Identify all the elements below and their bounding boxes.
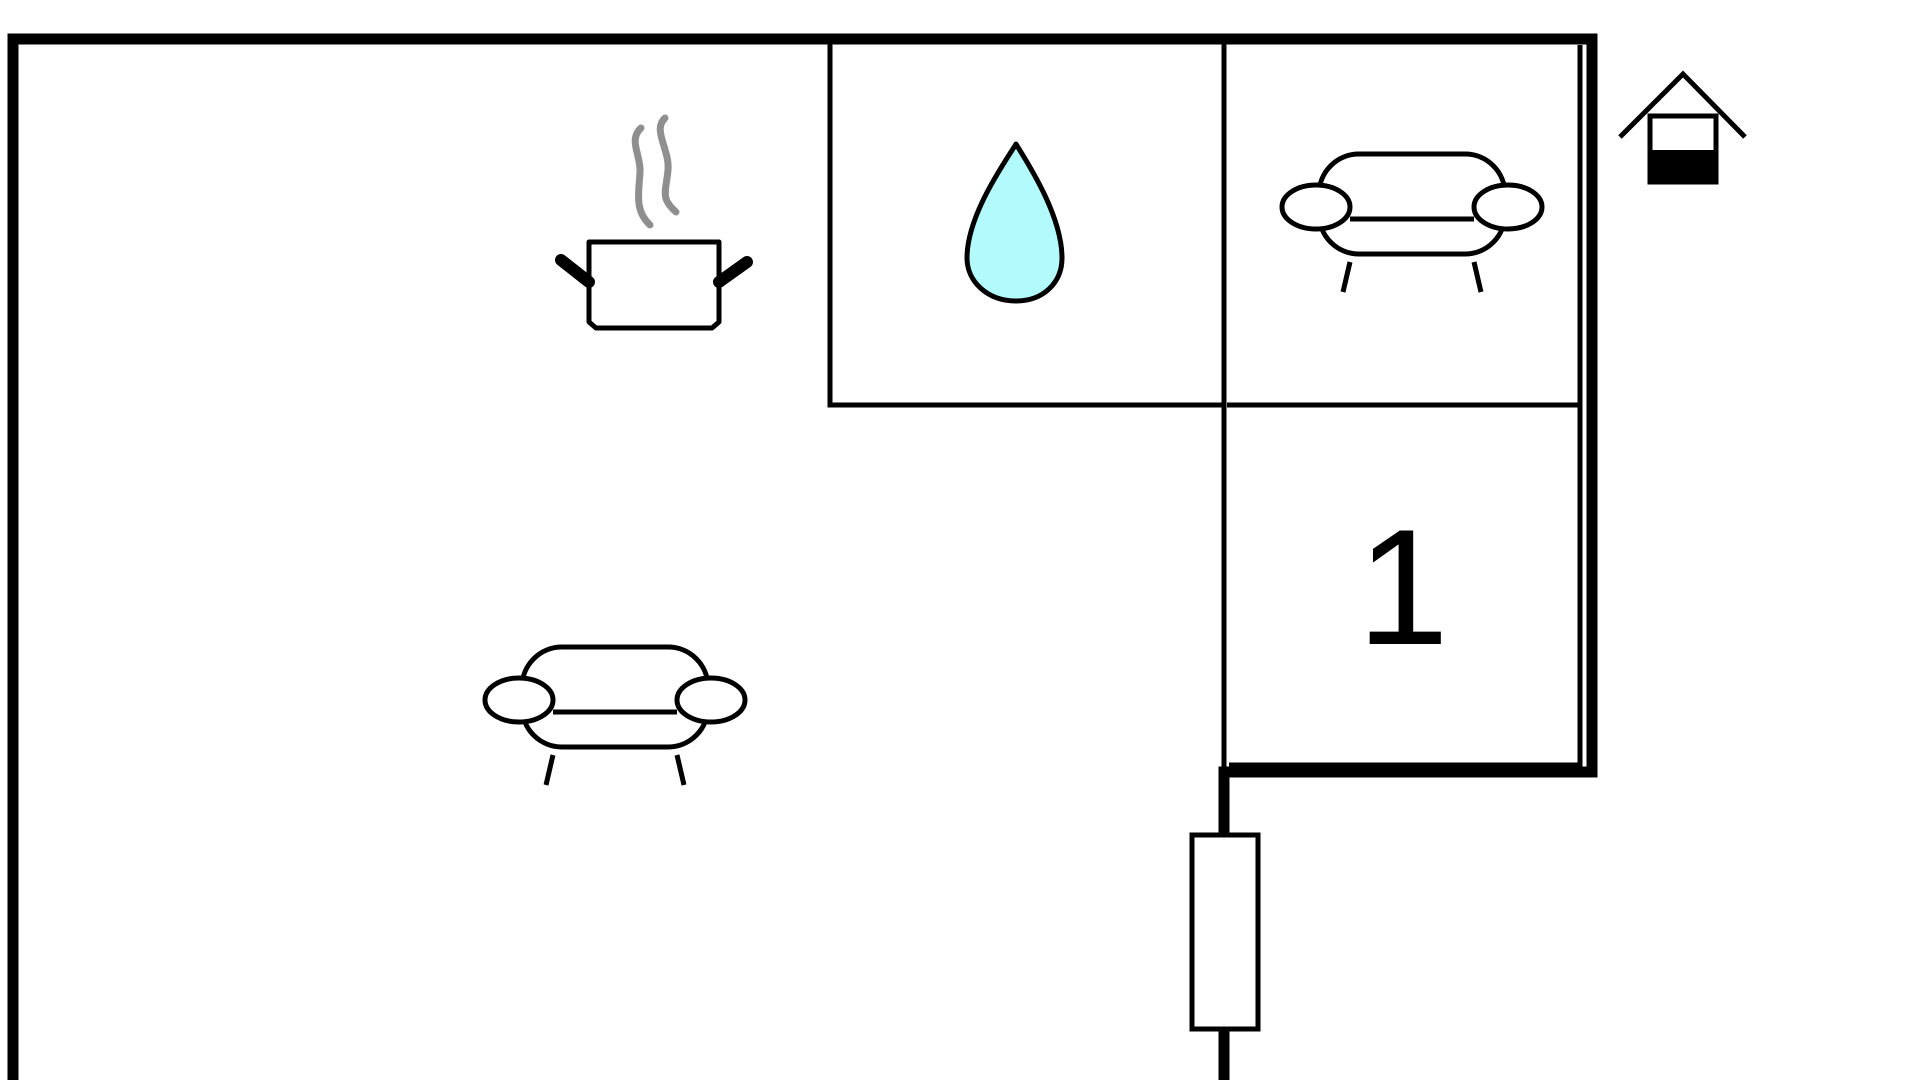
sofa-icon [1279, 151, 1545, 293]
door-icon [1189, 832, 1261, 1032]
cooking-pot-icon [555, 114, 753, 331]
water-drop-icon [964, 141, 1065, 304]
house-ground-floor-icon [1618, 70, 1747, 185]
interior-walls [827, 42, 1583, 770]
bedroom-number: 1 [1357, 495, 1449, 679]
exterior-walls [7, 33, 1598, 1080]
sofa-icon [482, 644, 748, 786]
